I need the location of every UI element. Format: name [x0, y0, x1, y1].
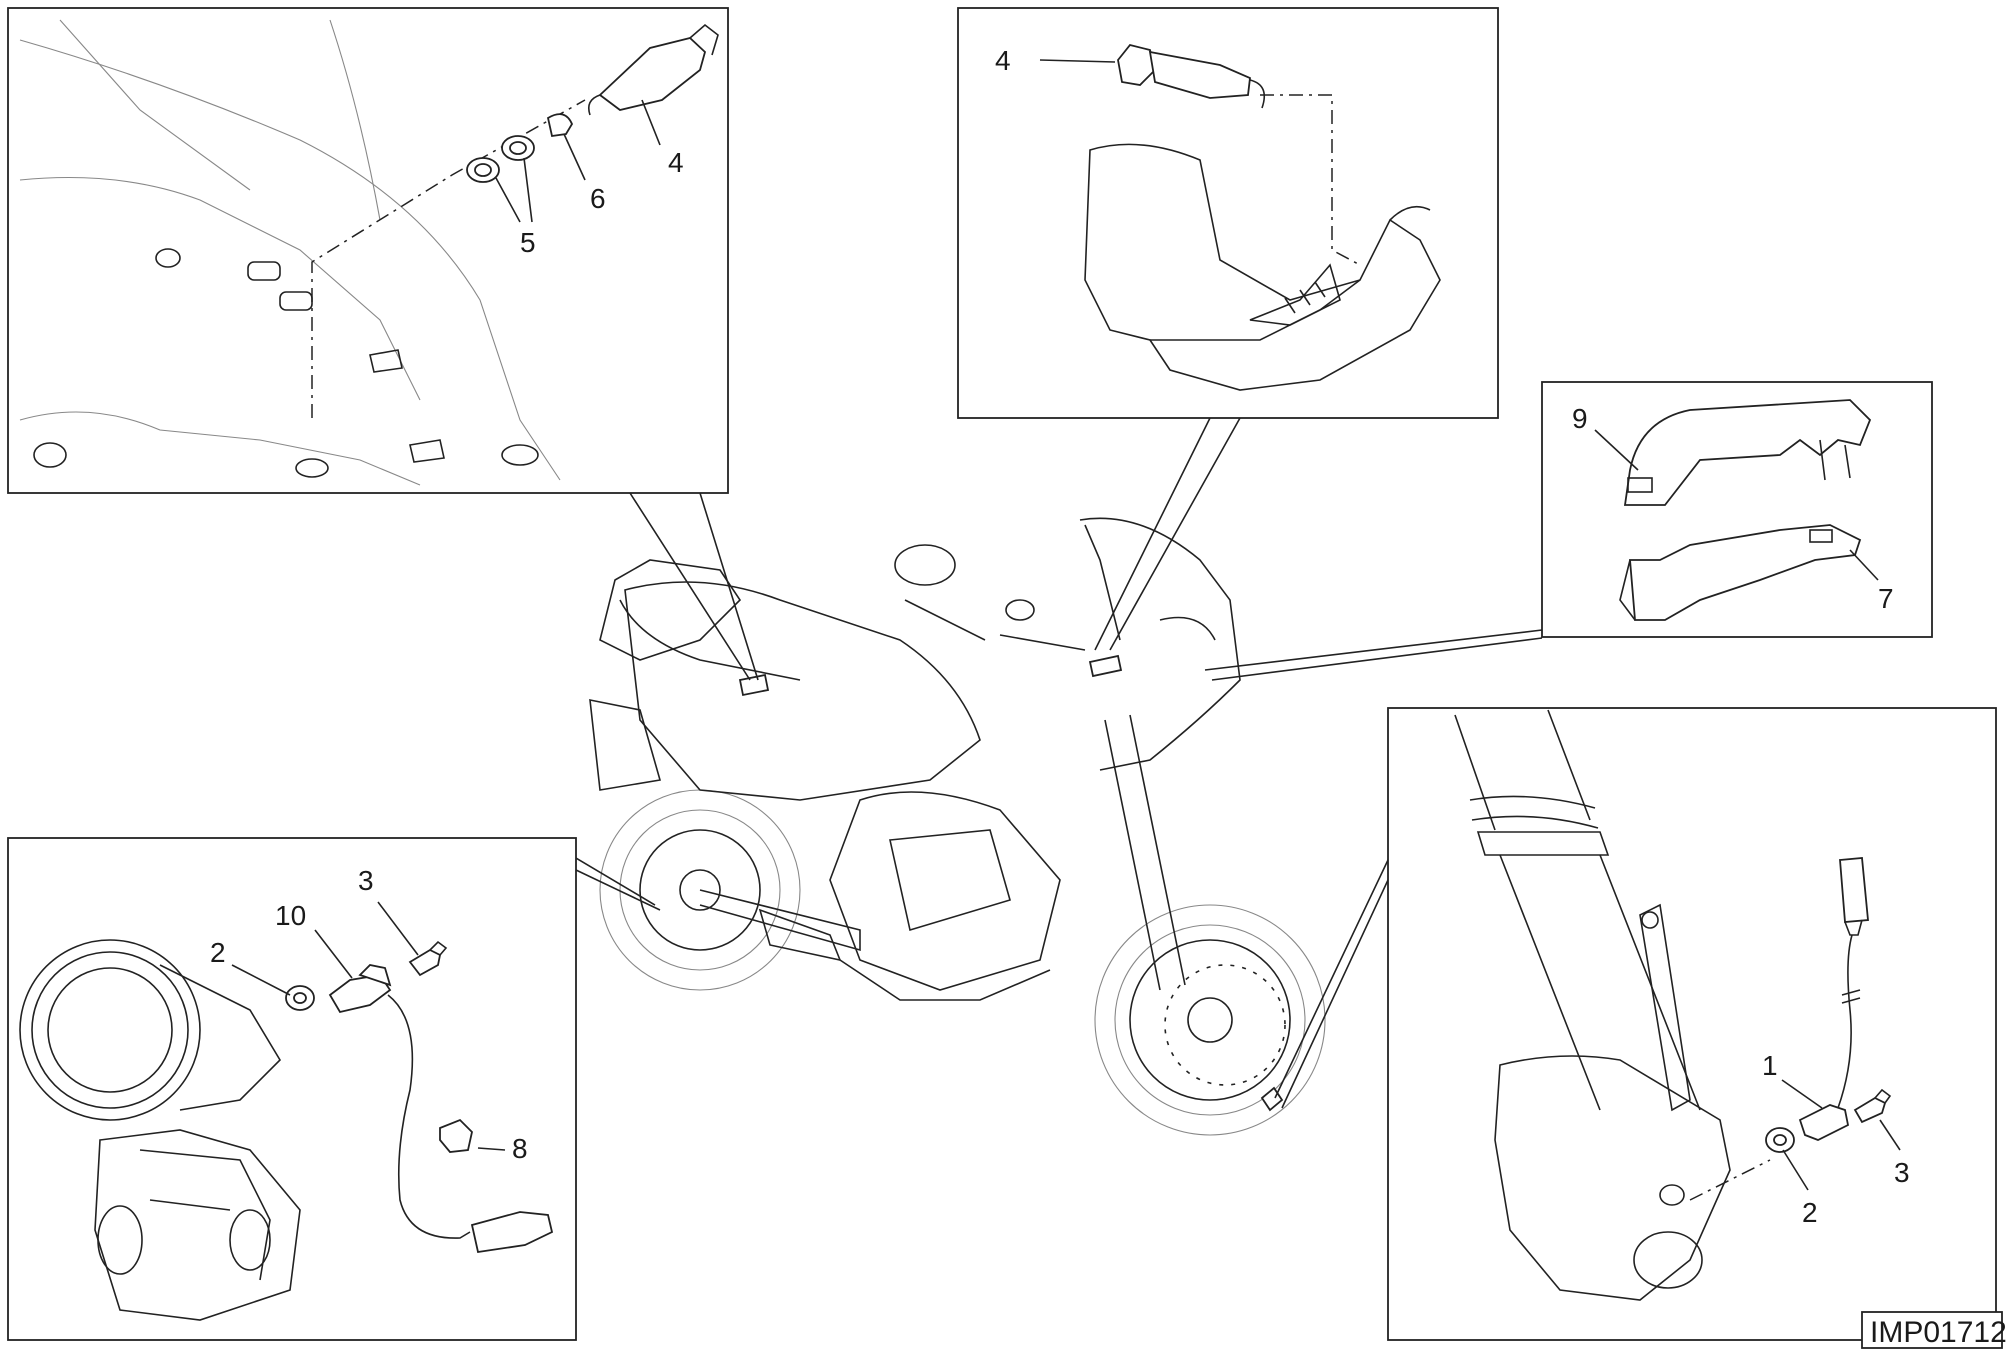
- callout-2: 2: [210, 937, 226, 968]
- callout-7: 7: [1878, 583, 1894, 614]
- drawing-code-box: IMP01712: [1861, 1311, 2007, 1349]
- inset-front-fairing: 4: [957, 7, 1499, 651]
- callout-6: 6: [590, 183, 606, 214]
- callout-9: 9: [1572, 403, 1588, 434]
- drawing-code: IMP01712: [1870, 1316, 2007, 1349]
- inset-front-wheel-sensor: 1 2 3: [1274, 707, 1997, 1341]
- inset-rear-wheel-sensor: 2 10 3 8: [7, 837, 661, 1341]
- callout-4: 4: [995, 45, 1011, 76]
- callout-4: 4: [668, 147, 684, 178]
- callout-2: 2: [1802, 1197, 1818, 1228]
- callout-3: 3: [1894, 1157, 1910, 1188]
- callout-10: 10: [275, 900, 306, 931]
- callout-8: 8: [512, 1133, 528, 1164]
- inset-brackets: 9 7: [1204, 381, 1933, 681]
- callout-5: 5: [520, 227, 536, 258]
- callout-1: 1: [1762, 1050, 1778, 1081]
- motorcycle-illustration: [589, 517, 1326, 1136]
- inset-seat-area: 4 6 5: [7, 7, 759, 681]
- callout-3: 3: [358, 865, 374, 896]
